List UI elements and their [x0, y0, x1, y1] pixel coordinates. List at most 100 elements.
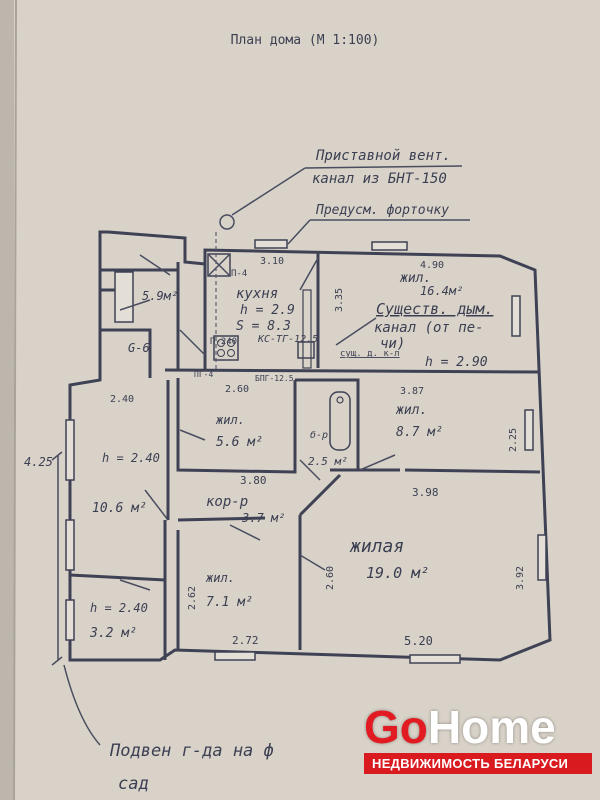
inner-wall-room56 — [176, 378, 297, 474]
door-arc-2 — [119, 299, 151, 311]
inner-wall-veranda-lower — [69, 573, 166, 582]
door-arc-3 — [299, 257, 319, 291]
paper-shadow-left — [0, 0, 14, 800]
dim-490: 4.90 — [420, 260, 444, 271]
logo-wordmark: GoHome — [364, 703, 592, 751]
dim-425-left: 4.25 — [24, 455, 53, 469]
logo-home: Home — [427, 701, 556, 753]
dim-392: 3.92 — [515, 566, 526, 590]
door-arc-8 — [359, 454, 396, 471]
dim-398: 3.98 — [412, 486, 439, 499]
fortochka-leader-line — [287, 219, 470, 245]
footer-note-line1: Подвен г-да на ф — [109, 741, 274, 761]
dim-425-line — [51, 451, 63, 666]
gohome-logo: GoHome НЕДВИЖИМОСТЬ БЕЛАРУСИ — [364, 703, 592, 774]
window-right-2 — [524, 409, 534, 451]
stove-burner-2 — [227, 339, 235, 347]
dim-272: 2.72 — [232, 634, 259, 647]
chimney-cross — [207, 253, 231, 277]
room-19-name: жилая — [349, 536, 404, 557]
bathtub-icon — [329, 391, 351, 451]
vent-note-line1: Приставной вент. — [315, 148, 451, 164]
veranda-area: 10.6 м² — [92, 501, 147, 516]
room-large-height: h = 2.90 — [425, 355, 488, 370]
plan-title: План дома (М 1:100) — [231, 33, 380, 48]
door-arc-7 — [299, 459, 321, 481]
dim-225: 2.25 — [508, 428, 519, 452]
kitchen-height: h = 2.9 — [240, 303, 295, 318]
door-arc-10 — [299, 554, 326, 571]
bathtub-drain — [336, 396, 344, 404]
corridor-area: 3.7 м² — [241, 511, 285, 525]
kitchen-name: кухня — [236, 286, 278, 302]
chimney-block — [207, 253, 231, 277]
window-right-1 — [511, 295, 521, 337]
room-56-area: 5.6 м² — [216, 435, 263, 450]
footer-leader-line — [63, 664, 101, 746]
room-large-area: 16.4м² — [420, 284, 463, 298]
room-87-name: жил. — [395, 403, 427, 418]
windows — [65, 239, 547, 664]
room-71-name: жил. — [205, 571, 235, 585]
door-arc-9 — [229, 524, 261, 541]
vestibule-height: h = 2.40 — [90, 601, 148, 615]
vestibule-area: 3.2 м² — [89, 626, 137, 641]
door-arc-1 — [139, 254, 171, 276]
flue-channel — [302, 289, 312, 369]
footer-note-line2: сад — [118, 774, 149, 794]
door-arc-5 — [144, 489, 169, 521]
room-87-area: 8.7 м² — [396, 425, 443, 440]
dim-387: 3.87 — [400, 386, 424, 397]
bath-label: б-р — [310, 429, 328, 441]
room-large-name: жил. — [399, 271, 431, 286]
channel-leader-line — [335, 317, 377, 346]
window-left-2 — [65, 519, 75, 571]
stove-icon — [213, 335, 239, 361]
outer-wall-main — [68, 230, 552, 662]
corridor-name: кор-р — [206, 494, 248, 510]
logo-go: Go — [364, 701, 428, 753]
dim-260-top: 2.60 — [225, 384, 249, 395]
inner-wall-veranda-right — [163, 380, 170, 660]
window-top-2 — [371, 241, 408, 251]
channel-note-line1: Существ. дым. — [376, 300, 493, 318]
window-left-1 — [65, 419, 75, 481]
veranda-height: h = 2.40 — [102, 451, 160, 465]
dim-380: 3.80 — [240, 474, 267, 487]
room-19-area: 19.0 м² — [366, 564, 429, 582]
bath-area: 2.5 м² — [308, 455, 348, 468]
gas-meter-label: G-6 — [128, 341, 150, 355]
door-arc-4 — [179, 329, 206, 356]
vent-note-line2: канал из БНТ-150 — [312, 171, 447, 187]
equipment-p240: П-240 — [210, 337, 237, 347]
room-56-name: жил. — [215, 413, 245, 427]
room-71-area: 7.1 м² — [206, 595, 253, 610]
inner-wall-kitchen-bottom — [164, 368, 541, 374]
stove-burner-4 — [227, 349, 235, 357]
hall-area: 5.9м² — [142, 289, 178, 303]
boiler-icon — [297, 341, 315, 359]
doors — [119, 254, 396, 591]
window-bottom-1 — [214, 651, 256, 661]
window-right-3 — [537, 534, 547, 581]
vent-leader-line — [231, 165, 463, 216]
equipment-ks: КС-ТГ-12.5 — [257, 334, 318, 345]
window-top-1 — [254, 239, 288, 249]
equipment-bpg: БПГ-12.5 — [255, 374, 294, 383]
fortochka-note: Предусм. форточку — [315, 203, 449, 218]
logo-tagline: НЕДВИЖИМОСТЬ БЕЛАРУСИ — [364, 753, 592, 774]
dim-520: 5.20 — [404, 634, 433, 648]
window-bottom-2 — [409, 654, 461, 664]
stove-burner-3 — [217, 349, 225, 357]
channel-note-line2: канал (от пе- — [374, 320, 484, 336]
dim-240: 2.40 — [110, 394, 134, 405]
paper-left-edge — [13, 0, 17, 800]
equipment-pg4: ПГ-4 — [194, 370, 213, 379]
dim-310: 3.10 — [260, 256, 284, 267]
inner-wall-g6 — [100, 328, 152, 378]
inner-wall-corridor — [177, 473, 342, 650]
window-left-3 — [65, 599, 75, 641]
equipment-p4: П-4 — [231, 269, 247, 279]
